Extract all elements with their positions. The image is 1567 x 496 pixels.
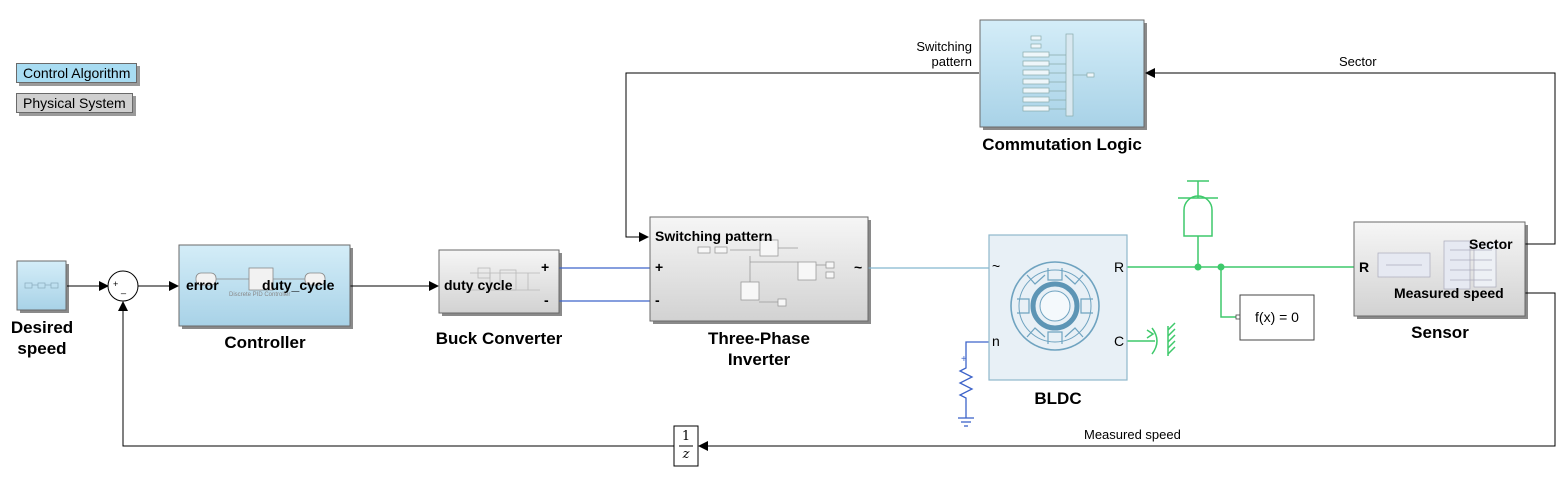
signal-lines	[67, 68, 1556, 451]
buck-converter-label: Buck Converter	[435, 329, 563, 348]
mechanical-lines	[1127, 180, 1354, 356]
line-measured-speed	[698, 292, 1556, 451]
inverter-ac-port: ~	[854, 259, 863, 275]
junction-dot	[1194, 263, 1202, 271]
controller-label: Controller	[224, 333, 306, 352]
sector-signal-label: Sector	[1339, 54, 1377, 69]
sensor-r-port: R	[1359, 259, 1370, 275]
buck-converter-block[interactable]	[438, 249, 560, 314]
inverter-block[interactable]	[649, 216, 869, 322]
unit-delay-numerator: 1	[681, 429, 691, 444]
commutation-logic-block[interactable]	[979, 19, 1145, 128]
sensor-label: Sensor	[1411, 323, 1469, 342]
electrical-lines	[559, 267, 989, 427]
buck-inner-diagram	[470, 267, 540, 291]
bldc-ac-port: ~	[992, 258, 1001, 274]
inverter-switching-port: Switching pattern	[655, 228, 773, 244]
line-feedback-to-sum	[118, 301, 674, 447]
controller-inner-diagram	[195, 267, 326, 291]
bldc-n-port: n	[992, 333, 1000, 349]
buck-minus-port: -	[544, 292, 549, 308]
unit-delay-denominator: z	[682, 447, 690, 462]
commutation-inner-diagram	[1022, 33, 1095, 117]
bldc-label: BLDC	[1034, 389, 1082, 408]
line-switching-pattern	[625, 72, 979, 242]
sum-block[interactable]	[107, 270, 139, 302]
sensor-measured-speed-port: Measured speed	[1394, 285, 1504, 301]
sensor-inner-diagram	[1377, 240, 1497, 290]
buck-duty-cycle-port: duty cycle	[444, 277, 513, 293]
legend-physical-system: Physical System	[16, 93, 133, 113]
desired-speed-label: Desired speed	[10, 318, 74, 358]
desired-speed-glyph	[24, 282, 59, 289]
resistor-plus-sign: +	[961, 354, 967, 365]
controller-duty-cycle-port: duty_cycle	[262, 277, 335, 293]
sum-plus-sign: +	[113, 279, 119, 289]
line-sector	[1145, 68, 1556, 245]
bldc-c-port: C	[1114, 333, 1125, 349]
sum-minus-sign: _	[121, 284, 127, 294]
controller-inner-caption: Discrete PID Controller	[229, 292, 291, 298]
bldc-r-port: R	[1114, 259, 1125, 275]
measured-speed-signal-label: Measured speed	[1084, 427, 1181, 442]
inverter-inner-diagram	[697, 239, 835, 307]
inverter-plus-port: +	[655, 259, 664, 275]
legend-control-algorithm: Control Algorithm	[16, 63, 138, 83]
junction-dot	[1217, 263, 1225, 271]
sensor-sector-port: Sector	[1469, 236, 1513, 252]
bldc-motor-symbol	[1010, 261, 1100, 351]
commutation-logic-label: Commutation Logic	[982, 135, 1142, 154]
inverter-label: Three-Phase Inverter	[707, 329, 811, 369]
switching-pattern-signal-label: Switching pattern	[916, 39, 972, 69]
desired-speed-block[interactable]	[16, 260, 67, 311]
inverter-minus-port: -	[655, 292, 660, 308]
controller-error-port: error	[186, 277, 219, 293]
solver-label: f(x) = 0	[1255, 309, 1299, 325]
buck-plus-port: +	[541, 259, 550, 275]
solver-configuration-block[interactable]	[1239, 294, 1315, 341]
